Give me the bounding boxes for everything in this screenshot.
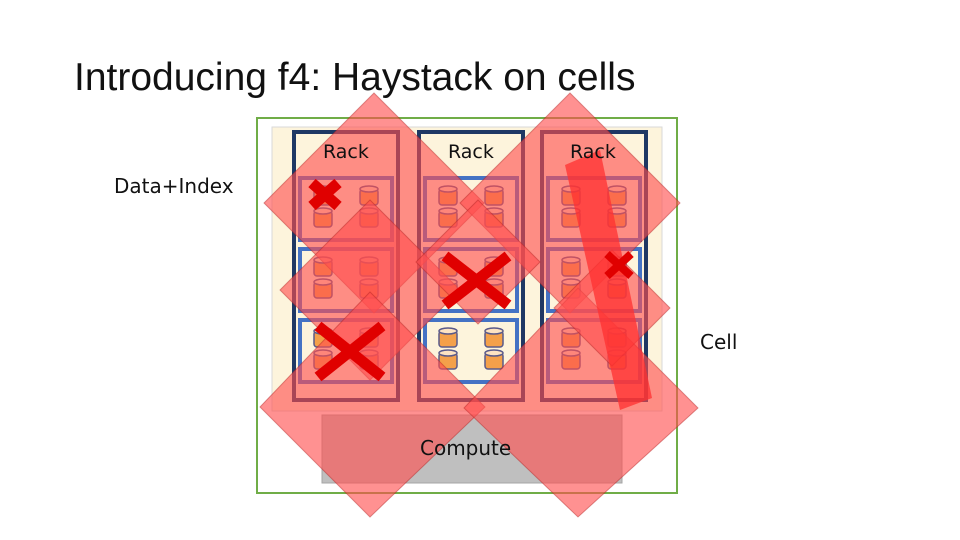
failure-diamond-right-lower bbox=[463, 287, 699, 518]
failure-diamond-center bbox=[415, 199, 541, 325]
disk-icon bbox=[484, 349, 504, 370]
x-mark-rack1-server1 bbox=[308, 178, 342, 211]
cell-label: Cell bbox=[700, 330, 738, 354]
rack-label-2: Rack bbox=[448, 141, 494, 163]
data-index-label: Data+Index bbox=[114, 174, 234, 198]
failed-rack-band bbox=[565, 150, 652, 410]
rack-label-1: Rack bbox=[323, 141, 369, 163]
cell-boundary bbox=[256, 117, 678, 494]
x-mark-rack2-server2 bbox=[441, 251, 512, 310]
compute-label: Compute bbox=[420, 436, 512, 460]
disk-icon bbox=[438, 349, 458, 370]
rack-label-3: Rack bbox=[570, 141, 616, 163]
x-mark-rack3-server2 bbox=[604, 251, 634, 279]
failure-marks bbox=[308, 178, 634, 382]
slide-title: Introducing f4: Haystack on cells bbox=[74, 56, 636, 99]
disk-icon bbox=[438, 327, 458, 348]
failure-diamond-left-lower bbox=[259, 291, 486, 518]
disk-icon bbox=[484, 327, 504, 348]
x-mark-rack1-server3 bbox=[314, 321, 386, 382]
